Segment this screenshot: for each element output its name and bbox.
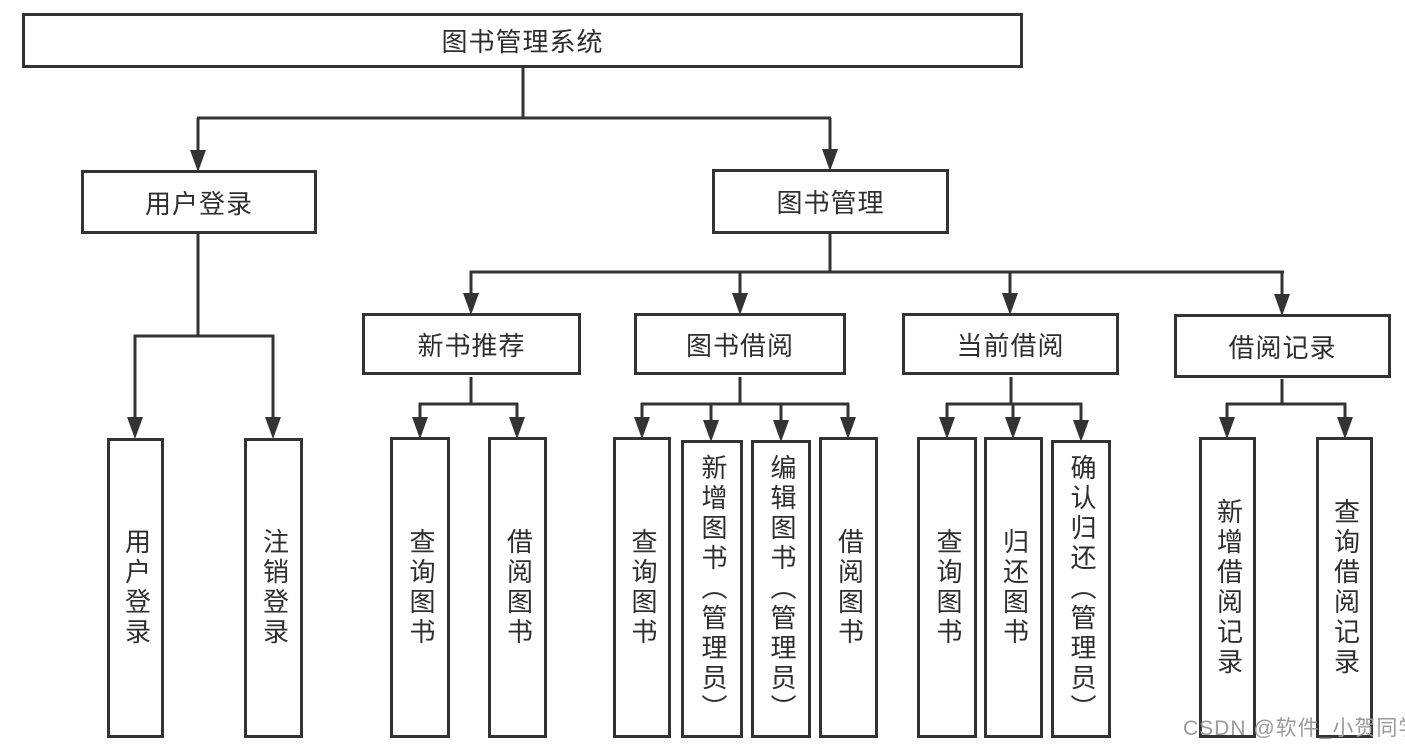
node-user-login-label: 用户登录	[144, 188, 253, 219]
leaf-current-confirm-admin-label: 确认归还（管理员）	[1066, 454, 1097, 724]
node-borrow-records-label: 借阅记录	[1228, 332, 1337, 363]
leaf-logout: 注销登录	[244, 438, 303, 738]
leaf-record-query-label: 查询借阅记录	[1330, 497, 1361, 678]
leaf-current-query: 查询图书	[917, 437, 977, 738]
arrowhead	[1073, 420, 1089, 442]
arrowhead	[1274, 294, 1290, 316]
arrowhead	[939, 417, 955, 439]
leaf-current-return-label: 归还图书	[999, 527, 1030, 648]
node-new-book-recommend-label: 新书推荐	[417, 330, 526, 361]
node-current-borrow-label: 当前借阅	[956, 330, 1065, 361]
leaf-borrow-edit-admin-label: 编辑图书（管理员）	[766, 454, 797, 724]
arrowhead	[822, 149, 838, 171]
arrowhead	[190, 150, 206, 172]
arrowhead	[1219, 417, 1235, 439]
leaf-borrow-query: 查询图书	[613, 437, 671, 738]
node-book-management: 图书管理	[712, 169, 949, 234]
arrowhead	[1002, 293, 1018, 315]
node-book-borrow-label: 图书借阅	[685, 330, 794, 361]
leaf-borrow-edit-admin: 编辑图书（管理员）	[751, 440, 811, 738]
arrowhead	[840, 417, 856, 439]
leaf-borrow-borrow-label: 借阅图书	[834, 527, 865, 648]
arrowhead	[1337, 417, 1353, 439]
leaf-logout-label: 注销登录	[259, 528, 290, 648]
leaf-newbook-query-label: 查询图书	[405, 527, 436, 648]
leaf-newbook-query: 查询图书	[390, 437, 450, 738]
leaf-current-confirm-admin: 确认归还（管理员）	[1051, 440, 1111, 738]
leaf-newbook-borrow: 借阅图书	[488, 437, 547, 738]
arrowhead	[634, 417, 650, 439]
leaf-current-return: 归还图书	[984, 437, 1043, 738]
node-book-borrow: 图书借阅	[634, 313, 846, 375]
arrowhead	[463, 293, 479, 315]
arrowhead	[703, 420, 719, 442]
node-library-system-label: 图书管理系统	[441, 27, 604, 57]
leaf-borrow-query-label: 查询图书	[627, 527, 658, 648]
arrowhead	[732, 293, 748, 315]
leaf-borrow-add-admin: 新增图书（管理员）	[681, 440, 743, 738]
leaf-borrow-add-admin-label: 新增图书（管理员）	[697, 454, 728, 724]
leaf-borrow-borrow: 借阅图书	[819, 437, 878, 738]
leaf-user-login-label: 用户登录	[121, 528, 152, 648]
leaf-record-add-label: 新增借阅记录	[1213, 497, 1244, 678]
arrowhead	[1005, 417, 1021, 439]
leaf-record-query: 查询借阅记录	[1316, 437, 1373, 738]
arrowhead	[127, 417, 143, 439]
arrowheads	[127, 149, 1353, 442]
csdn-watermark: CSDN @软件_小贺同学	[1183, 717, 1405, 740]
leaf-user-login: 用户登录	[107, 438, 164, 738]
arrowhead	[265, 417, 281, 439]
connector-path	[133, 68, 1347, 422]
arrowhead	[412, 417, 428, 439]
node-new-book-recommend: 新书推荐	[362, 313, 581, 375]
node-book-management-label: 图书管理	[776, 188, 885, 218]
arrowhead	[773, 420, 789, 442]
leaf-record-add: 新增借阅记录	[1199, 437, 1256, 738]
node-library-system: 图书管理系统	[22, 13, 1023, 68]
node-user-login: 用户登录	[81, 170, 317, 234]
arrowhead	[509, 417, 525, 439]
leaf-current-query-label: 查询图书	[932, 527, 963, 648]
node-borrow-records: 借阅记录	[1174, 314, 1391, 378]
node-current-borrow: 当前借阅	[902, 313, 1119, 375]
leaf-newbook-borrow-label: 借阅图书	[503, 527, 534, 648]
